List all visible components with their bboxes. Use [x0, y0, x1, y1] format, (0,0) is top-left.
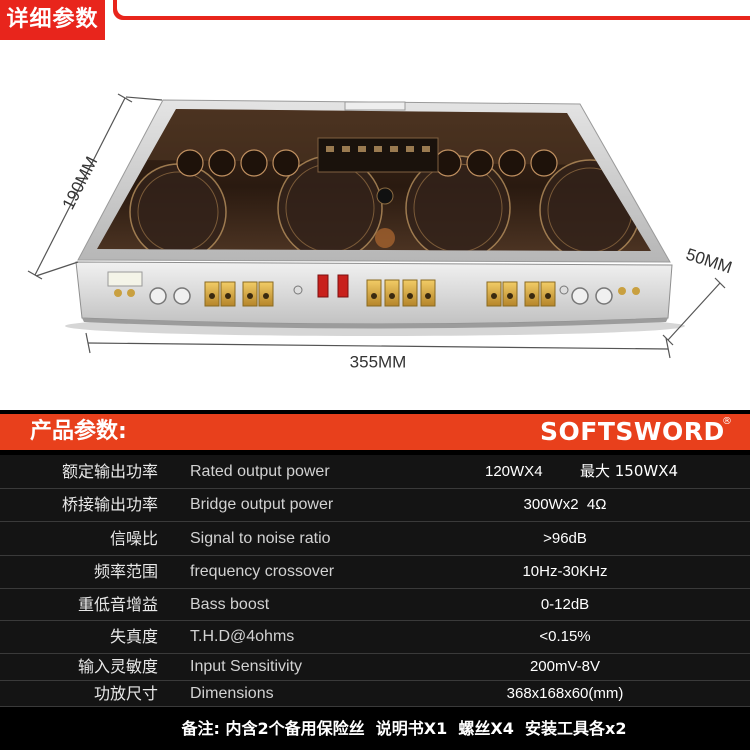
panel-screw — [293, 285, 303, 295]
spec-row-signal-to-noise: 信噪比 Signal to noise ratio >96dB — [0, 522, 750, 556]
spec-label-zh: 重低音增益 — [77, 595, 158, 614]
spec-row-input-sensitivity: 输入灵敏度 Input Sensitivity 200mV-8V — [0, 654, 750, 681]
width-dimension-label: 355MM — [350, 353, 407, 372]
spec-label-en: Rated output power — [190, 463, 330, 480]
power-led-window — [107, 271, 143, 287]
power-terminals — [317, 274, 349, 298]
spec-header-bar: 产品参数: SOFTSWORD ® — [0, 414, 750, 450]
spec-value: 368x168x60(mm) — [506, 685, 624, 702]
section-label-banner: 详细参数 — [0, 0, 105, 40]
height-dimension-label: 50MM — [684, 245, 735, 278]
spec-row-thd: 失真度 T.H.D@4ohms <0.15% — [0, 621, 750, 654]
dimension-lines — [27, 93, 726, 359]
spec-value-max: 最大 150WX4 — [580, 462, 679, 480]
spec-label-en: Bass boost — [190, 596, 270, 613]
spec-label-zh: 桥接输出功率 — [61, 495, 158, 514]
amplifier-product-image: 190MM 50MM 355MM — [27, 93, 735, 372]
spec-label-zh: 功放尺寸 — [93, 684, 158, 703]
spec-row-bridge-output-power: 桥接输出功率 Bridge output power 300Wx2 4Ω — [0, 489, 750, 522]
spec-value: >96dB — [543, 530, 587, 547]
spec-row-frequency: 频率范围 frequency crossover 10Hz-30KHz — [0, 556, 750, 589]
spec-label-zh: 信噪比 — [109, 529, 158, 548]
spec-label-en: frequency crossover — [190, 563, 335, 580]
spec-value: 300Wx2 4Ω — [523, 496, 607, 513]
spec-value: 200mV-8V — [529, 658, 601, 675]
top-brand-plate — [344, 101, 406, 111]
spec-title: 产品参数: — [30, 419, 127, 444]
registered-mark: ® — [722, 416, 732, 427]
spec-section: 产品参数: SOFTSWORD ® 额定输出功率 Rated output po… — [0, 410, 750, 750]
spec-value: <0.15% — [539, 628, 591, 645]
spec-label-en: Input Sensitivity — [190, 658, 303, 675]
spec-label-en: Dimensions — [190, 685, 274, 702]
spec-label-zh: 失真度 — [109, 627, 158, 646]
spec-value: 120WX4 — [485, 463, 543, 480]
spec-label-zh: 输入灵敏度 — [77, 657, 158, 676]
spec-label-en: Signal to noise ratio — [190, 530, 331, 547]
spec-label-en: T.H.D@4ohms — [190, 628, 295, 645]
depth-dimension-label: 190MM — [59, 153, 102, 212]
package-contents-note: 备注: 内含2个备用保险丝 说明书X1 螺丝X4 安装工具各x2 — [181, 719, 627, 738]
control-knobs — [149, 287, 613, 305]
brand-logo: SOFTSWORD — [540, 417, 725, 446]
spec-label-zh: 额定输出功率 — [61, 462, 158, 481]
spec-value: 10Hz-30KHz — [522, 563, 608, 580]
spec-label-en: Bridge output power — [190, 496, 334, 513]
spec-row-dimensions: 功放尺寸 Dimensions 368x168x60(mm) — [0, 681, 750, 707]
spec-value: 0-12dB — [540, 596, 590, 613]
spec-label-zh: 频率范围 — [93, 562, 158, 581]
gold-indicator-dots — [114, 287, 640, 297]
banner-stripe-inner — [117, 0, 750, 16]
spec-row-rated-output-power: 额定输出功率 Rated output power 120WX4 最大 150W… — [0, 455, 750, 489]
spec-row-bass-boost: 重低音增益 Bass boost 0-12dB — [0, 589, 750, 621]
